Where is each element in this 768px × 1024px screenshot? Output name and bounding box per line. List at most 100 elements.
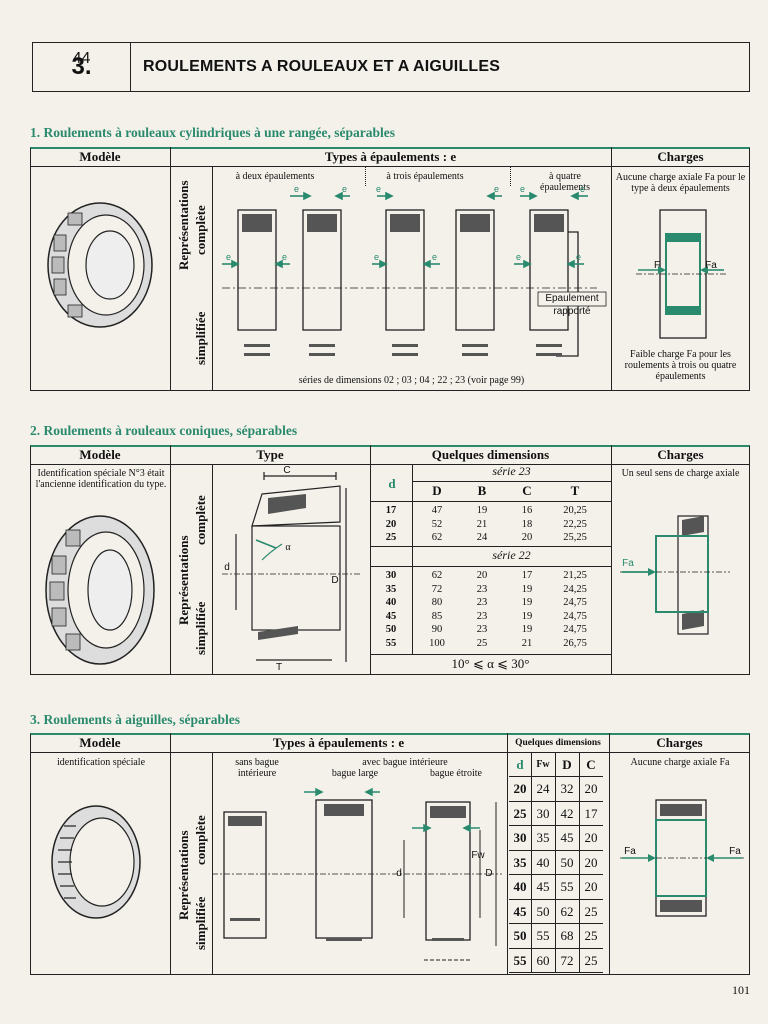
dim-cell: 19 bbox=[521, 583, 533, 595]
dims-col-header: d bbox=[516, 757, 524, 772]
section1-rep-label-1: Représentations bbox=[176, 180, 191, 270]
dims-row-line bbox=[509, 874, 603, 875]
dim-cell: 19 bbox=[521, 610, 533, 622]
e-label: e bbox=[376, 184, 381, 194]
dim-row-d: 17 bbox=[385, 505, 397, 516]
dim-cell: 90 bbox=[431, 624, 443, 635]
dims-cell: 25 bbox=[584, 928, 598, 943]
serie22-bottom-line bbox=[370, 566, 611, 567]
dim-cell: 20 bbox=[476, 570, 488, 581]
section2-col-model: Modèle bbox=[79, 447, 121, 462]
section1-type-three: à trois épaulements bbox=[386, 171, 464, 182]
section2-type-schematic bbox=[222, 472, 362, 662]
dim-cell: 62 bbox=[431, 532, 443, 543]
dim-row-d: 20 bbox=[385, 518, 397, 530]
dim-cell: 25,25 bbox=[563, 532, 587, 543]
section1-series-note: séries de dimensions 02 ; 03 ; 04 ; 22 ;… bbox=[298, 375, 525, 386]
section1-subcol-2 bbox=[510, 166, 511, 186]
serie23-line bbox=[412, 481, 611, 482]
section3-col-model: Modèle bbox=[79, 735, 121, 750]
dims-cell: 72 bbox=[560, 952, 574, 968]
dim-header: B bbox=[477, 483, 487, 498]
section2-divider-rep bbox=[212, 464, 213, 675]
dims-cell: 25 bbox=[584, 952, 598, 968]
e-label: e bbox=[520, 184, 525, 194]
dim-cell: 20 bbox=[521, 532, 533, 543]
dim-cell: 23 bbox=[476, 597, 488, 608]
section2-col-dims: Quelques dimensions bbox=[431, 447, 550, 462]
dims-cell: 45 bbox=[536, 879, 550, 894]
dim-t-label: T bbox=[275, 662, 283, 673]
serie22-label: série 22 bbox=[492, 548, 531, 562]
dims-row-line bbox=[509, 776, 603, 777]
dim-cell: 16 bbox=[521, 505, 533, 516]
e-label: e bbox=[432, 252, 437, 262]
dims-col-header: Fw bbox=[536, 759, 550, 770]
dims-cell: 50 bbox=[536, 903, 550, 919]
section2-header-line bbox=[30, 464, 750, 465]
section3-divider-2 bbox=[507, 733, 508, 975]
dims-cell: 62 bbox=[560, 903, 574, 919]
section2-col-charges: Charges bbox=[657, 447, 704, 462]
force-label-s2: Fa bbox=[622, 558, 634, 569]
dim-cell: 22,25 bbox=[563, 518, 587, 530]
dim-cell: 47 bbox=[431, 505, 443, 516]
dim-cell: 20,25 bbox=[563, 505, 587, 516]
section2-table bbox=[30, 445, 750, 675]
dims-cell: 50 bbox=[560, 854, 574, 870]
section3-header-line bbox=[30, 752, 750, 753]
dim-cell: 19 bbox=[476, 505, 488, 516]
section3-divider-1 bbox=[170, 733, 171, 975]
dim-cell: 26,75 bbox=[563, 637, 587, 649]
section3-table bbox=[30, 733, 750, 975]
dim-cell: 19 bbox=[521, 624, 533, 635]
dim-row-d: 35 bbox=[385, 583, 397, 595]
e-label: e bbox=[516, 252, 521, 262]
chapter-number: 3. 44 bbox=[33, 43, 131, 91]
dim-cell: 24,25 bbox=[563, 583, 587, 595]
dims-cell: 20 bbox=[584, 854, 598, 870]
section2-rep-label-3: simplifiée bbox=[193, 601, 208, 655]
section2-divider-2 bbox=[370, 445, 371, 675]
section2-rep-label-1: Représentations bbox=[176, 535, 191, 625]
dim-row-d: 25 bbox=[385, 532, 397, 543]
section2-title: 2. Roulements à rouleaux coniques, sépar… bbox=[30, 423, 298, 438]
e-label: e bbox=[576, 252, 581, 262]
dims-cell: 20 bbox=[584, 830, 598, 845]
dim-cell: 23 bbox=[476, 583, 488, 595]
dim-c-label: C bbox=[283, 465, 291, 476]
epaulement-label: Epaulement bbox=[545, 293, 599, 304]
section1-rep-label-2: complète bbox=[193, 205, 208, 255]
section1-type-two: à deux épaulements bbox=[235, 171, 315, 182]
section1-divider-2 bbox=[611, 147, 612, 391]
dims-row-d: 35 bbox=[513, 854, 527, 870]
dims-cell: 55 bbox=[560, 879, 574, 894]
section1-table bbox=[30, 147, 750, 391]
section1-divider-rep bbox=[212, 166, 213, 391]
dims-col-header: C bbox=[586, 757, 596, 772]
dim-cell: 23 bbox=[476, 610, 488, 622]
section1-charges-bottom: Faible charge Fa pour les roulements à t… bbox=[624, 349, 737, 382]
section1-subcol-1 bbox=[365, 166, 366, 186]
force-label-right: Fa bbox=[705, 260, 717, 271]
dims-cell: 17 bbox=[584, 805, 598, 821]
chapter-number-minor: 44 bbox=[72, 50, 91, 67]
section3-rep-label-1: Représentations bbox=[176, 830, 191, 920]
dim-cell: 21 bbox=[521, 637, 533, 649]
dims-cell: 24 bbox=[536, 781, 550, 796]
section3-charges-drawing bbox=[620, 799, 744, 917]
e-label: e bbox=[580, 184, 585, 194]
section1-header-line bbox=[30, 166, 750, 167]
force-label-s3-right: Fa bbox=[729, 846, 741, 857]
dim-cell: 25 bbox=[476, 637, 488, 649]
dim-cell: 19 bbox=[521, 597, 533, 608]
section3-rep-label-2: complète bbox=[193, 815, 208, 865]
dims-col-line bbox=[579, 752, 580, 972]
dims-row-d: 45 bbox=[513, 903, 527, 919]
dims-cell: 25 bbox=[584, 903, 598, 919]
section3-schematics bbox=[212, 787, 502, 961]
dim-header: T bbox=[570, 483, 580, 498]
page-title: ROULEMENTS A ROULEAUX ET A AIGUILLES bbox=[143, 58, 501, 75]
dim-alpha-label: α bbox=[285, 542, 291, 553]
tapered-bearing-illustration bbox=[45, 515, 155, 665]
